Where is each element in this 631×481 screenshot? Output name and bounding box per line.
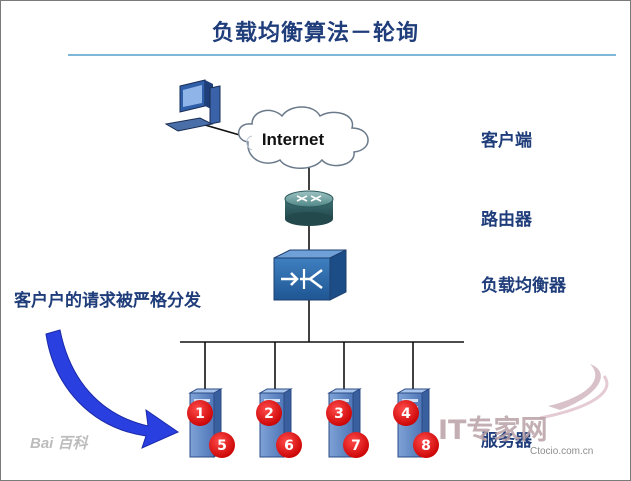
order-badge bbox=[209, 432, 235, 458]
order-badge-text: 3 bbox=[334, 406, 344, 422]
order-badge-text: 5 bbox=[217, 438, 227, 454]
order-badge-text: 2 bbox=[264, 406, 274, 422]
router-label: 路由器 bbox=[481, 210, 532, 230]
order-badge bbox=[276, 432, 302, 458]
order-badge-text: 4 bbox=[401, 406, 411, 422]
order-badge-text: 1 bbox=[195, 406, 205, 422]
distribution-arrow-icon bbox=[45, 329, 180, 449]
order-badge-text: 6 bbox=[284, 438, 294, 454]
it-logo-swirl-icon bbox=[539, 364, 609, 420]
load-balancer-label: 负载均衡器 bbox=[481, 276, 566, 296]
order-badge-text: 7 bbox=[351, 438, 361, 454]
order-badge bbox=[187, 400, 213, 426]
baidu-watermark: Bai 百科 bbox=[30, 435, 88, 452]
router-icon bbox=[284, 190, 334, 226]
order-badge bbox=[343, 432, 369, 458]
order-badge bbox=[393, 400, 419, 426]
badge-group: 1 5 2 6 3 7 4 8 bbox=[187, 400, 439, 458]
title-underline bbox=[68, 54, 616, 56]
server-label: 服务器 bbox=[481, 431, 532, 451]
it-brand-watermark: IT专家网 bbox=[438, 415, 548, 446]
internet-cloud-icon bbox=[238, 106, 369, 169]
load-balancer-icon bbox=[273, 249, 347, 301]
internet-label: Internet bbox=[262, 130, 325, 149]
client-label: 客户端 bbox=[481, 131, 532, 151]
distribution-note: 客户户的请求被严格分发 bbox=[14, 291, 201, 311]
order-badge bbox=[326, 400, 352, 426]
order-badge bbox=[256, 400, 282, 426]
connection-lines bbox=[180, 124, 464, 389]
order-badge bbox=[413, 432, 439, 458]
slide-title: 负载均衡算法－轮询 bbox=[211, 21, 419, 46]
order-badge-text: 8 bbox=[421, 438, 431, 454]
client-computer-icon bbox=[164, 79, 221, 132]
it-site-watermark: Ctocio.com.cn bbox=[530, 446, 594, 457]
